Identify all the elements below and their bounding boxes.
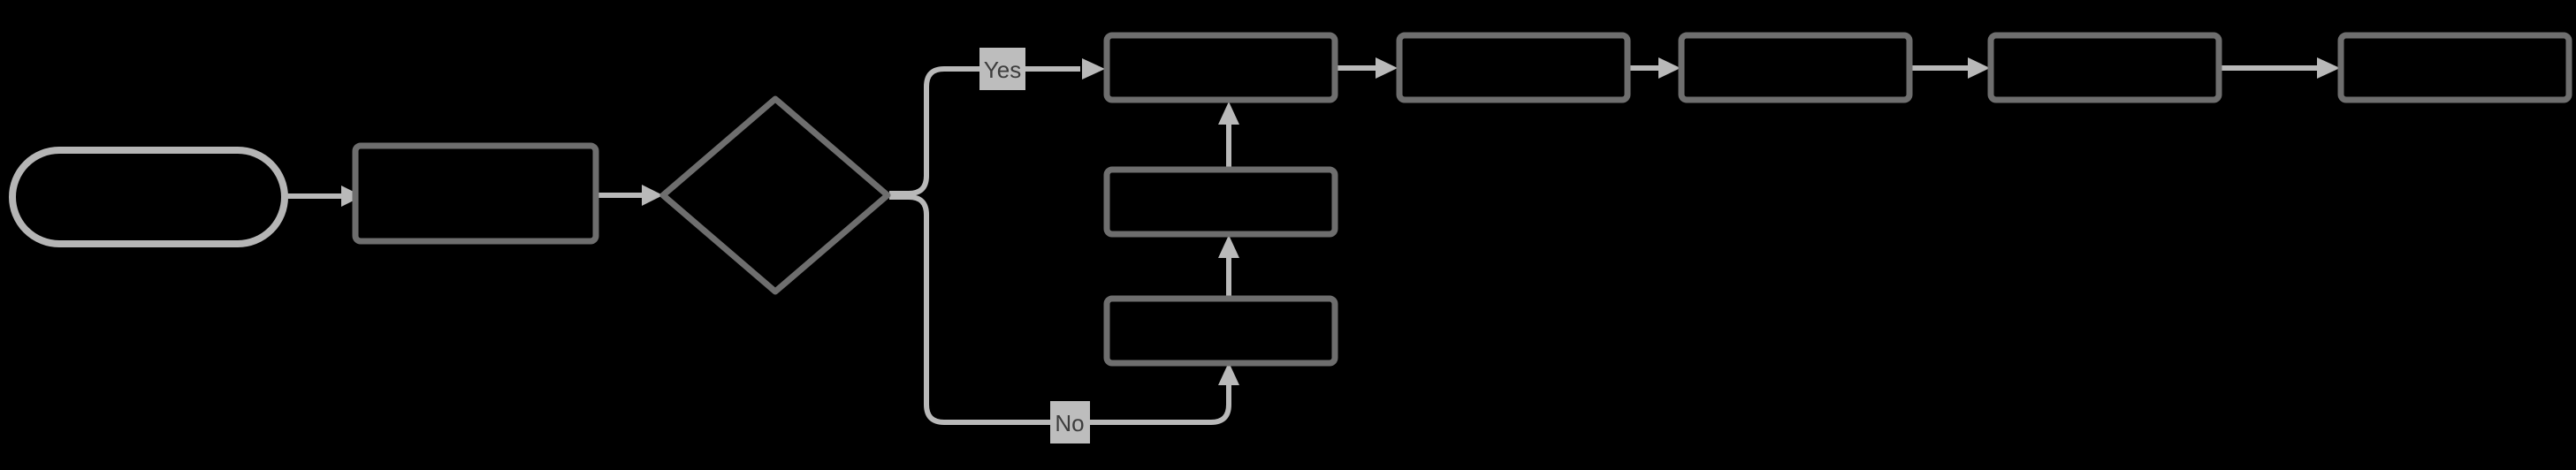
node-layer xyxy=(9,32,2572,367)
arrow-head-icon xyxy=(1376,57,1398,79)
node-mid2-shape[interactable] xyxy=(1103,295,1338,367)
node-top1-shape[interactable] xyxy=(1103,32,1338,103)
node-mid2[interactable] xyxy=(1103,295,1338,367)
arrow-head-icon xyxy=(2317,57,2340,79)
edge-line xyxy=(889,66,1078,196)
edge-step1-to-decide xyxy=(596,185,663,206)
edge-label-layer: Yes No xyxy=(979,48,1090,443)
node-top4-shape[interactable] xyxy=(1987,32,2222,103)
node-step1[interactable] xyxy=(352,142,599,245)
node-start[interactable] xyxy=(9,147,288,247)
node-top2[interactable] xyxy=(1396,32,1631,103)
edge-decide-to-top1-yes xyxy=(889,58,1105,196)
arrow-head-icon xyxy=(1968,57,1990,79)
arrow-head-icon xyxy=(1218,102,1239,125)
node-top2-shape[interactable] xyxy=(1396,32,1631,103)
edge-layer xyxy=(285,57,2340,425)
edge-top4-to-top5 xyxy=(2219,57,2340,79)
edge-label-yes-text: Yes xyxy=(984,57,1021,83)
node-start-shape[interactable] xyxy=(9,147,288,247)
node-top3[interactable] xyxy=(1678,32,1913,103)
node-top5-shape[interactable] xyxy=(2337,32,2572,103)
edge-top3-to-top4 xyxy=(1909,57,1990,79)
node-decision-shape[interactable] xyxy=(659,95,891,295)
arrow-head-icon xyxy=(1218,235,1239,258)
node-top1[interactable] xyxy=(1103,32,1338,103)
node-decision[interactable] xyxy=(659,95,891,295)
edge-label-no-text: No xyxy=(1055,410,1084,436)
edge-top1-to-top2 xyxy=(1335,57,1398,79)
node-top4[interactable] xyxy=(1987,32,2222,103)
arrow-head-icon xyxy=(1218,362,1239,385)
edge-label-no-background xyxy=(1050,401,1090,443)
node-top5[interactable] xyxy=(2337,32,2572,103)
edge-mid1-to-top1 xyxy=(1218,102,1239,170)
edge-label-no: No xyxy=(1050,401,1090,443)
node-mid1[interactable] xyxy=(1103,166,1338,238)
arrow-head-icon xyxy=(341,186,362,207)
arrow-head-icon xyxy=(1658,57,1680,79)
edge-label-yes-background xyxy=(979,48,1025,90)
edge-top2-to-top3 xyxy=(1627,57,1680,79)
arrow-head-icon xyxy=(1082,58,1105,80)
edge-decide-to-mid2-no xyxy=(889,194,1239,425)
edge-mid2-to-mid1 xyxy=(1218,235,1239,299)
edge-label-yes: Yes xyxy=(979,48,1025,90)
arrow-head-icon xyxy=(642,185,663,206)
edge-line xyxy=(889,194,1231,425)
edge-start-to-step1 xyxy=(285,186,362,207)
node-step1-shape[interactable] xyxy=(352,142,599,245)
node-mid1-shape[interactable] xyxy=(1103,166,1338,238)
node-top3-shape[interactable] xyxy=(1678,32,1913,103)
